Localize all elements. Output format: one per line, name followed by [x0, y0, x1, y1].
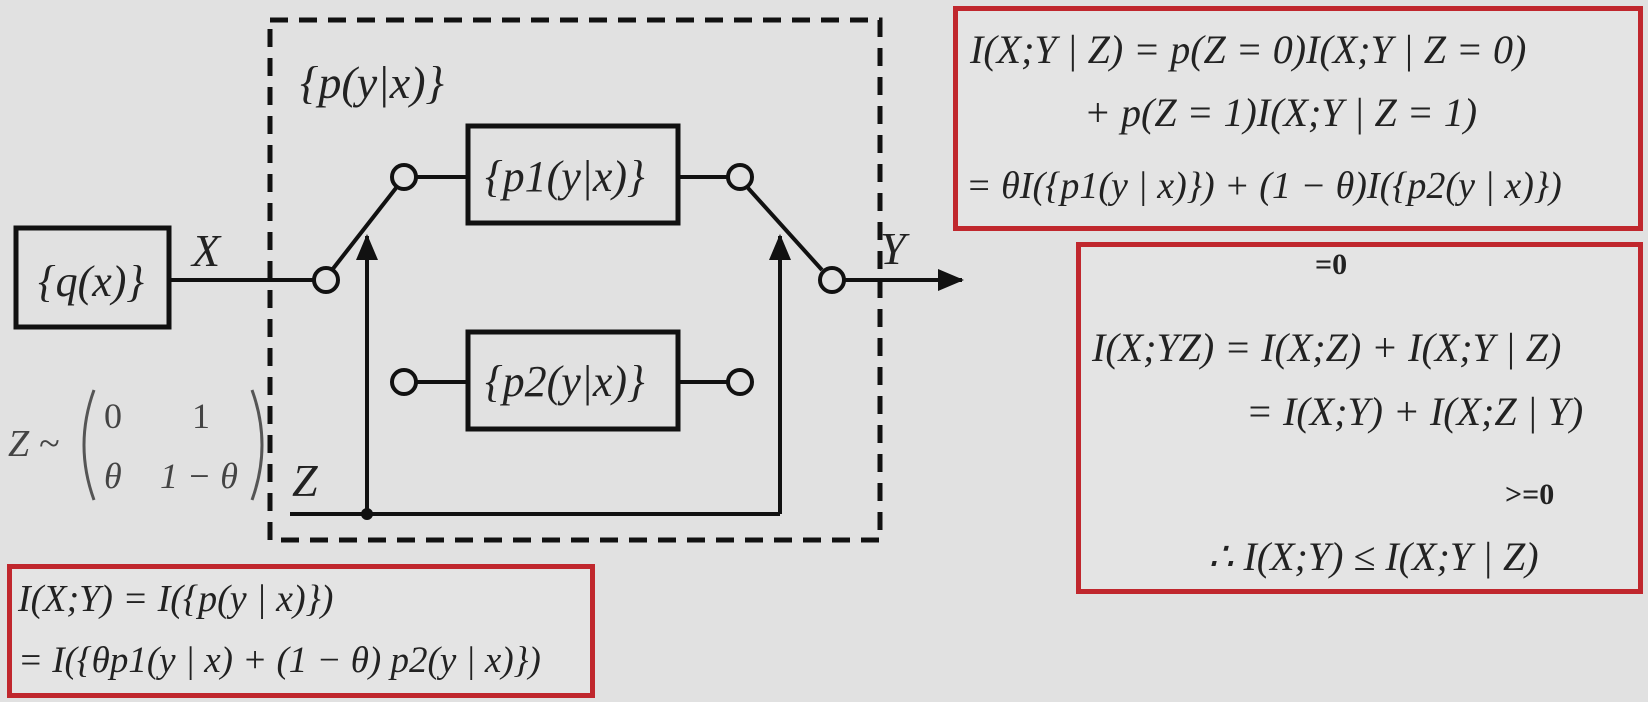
conditional-mi-line1: I(X;Y | Z) = p(Z = 0)I(X;Y | Z = 0)	[970, 27, 1527, 72]
chain-rule-line1: I(X;YZ) = I(X;Z) + I(X;Y | Z)	[1092, 325, 1562, 370]
z-matrix-left-paren	[82, 389, 96, 501]
x-label: X	[192, 225, 221, 276]
source-box	[13, 225, 172, 330]
input-switch-pivot	[312, 266, 340, 294]
channel2-output-contact	[726, 368, 754, 396]
conditional-mi-box	[953, 6, 1643, 231]
z-matrix-right-paren	[250, 389, 264, 501]
output-switch-pivot	[818, 266, 846, 294]
conditional-mi-line2: + p(Z = 1)I(X;Y | Z = 1)	[1084, 90, 1478, 135]
below-brace-label: >=0	[1505, 478, 1555, 511]
channel-label: {p(y|x)}	[300, 57, 444, 108]
channel1-input-contact	[390, 163, 418, 191]
above-brace-label: =0	[1315, 248, 1348, 281]
z-label: Z	[292, 455, 318, 506]
mixture-mi-line1: I(X;Y) = I({p(y | x)})	[18, 578, 334, 620]
conclusion-line: ∴ I(X;Y) ≤ I(X;Y | Z)	[1208, 534, 1539, 579]
z-dist-r2c1: θ	[104, 456, 122, 496]
mixture-mi-line2: = I({θp1(y | x) + (1 − θ) p2(y | x)})	[18, 640, 541, 681]
output-switch-arm	[746, 186, 824, 272]
mixture-mi-box	[7, 564, 595, 698]
conditional-mi-line3: = θI({p1(y | x)}) + (1 − θ)I({p2(y | x)}…	[966, 165, 1562, 207]
y-label: Y	[880, 223, 906, 274]
z-dist-r2c2: 1 − θ	[160, 456, 238, 496]
channel2-input-contact	[390, 368, 418, 396]
z-dist-r1c2: 1	[192, 396, 210, 436]
source-label: {q(x)}	[38, 257, 145, 306]
channel1-box	[465, 123, 681, 226]
z-dist-prefix: Z ~	[8, 423, 60, 465]
channel1-output-contact	[726, 163, 754, 191]
channel1-label: {p1(y|x)}	[485, 152, 645, 201]
input-switch-arm	[330, 186, 398, 272]
channel2-label: {p2(y|x)}	[485, 357, 645, 406]
z-dist-r1c1: 0	[104, 396, 122, 436]
chain-rule-box	[1076, 242, 1643, 594]
chain-rule-line2: = I(X;Y) + I(X;Z | Y)	[1246, 389, 1584, 434]
